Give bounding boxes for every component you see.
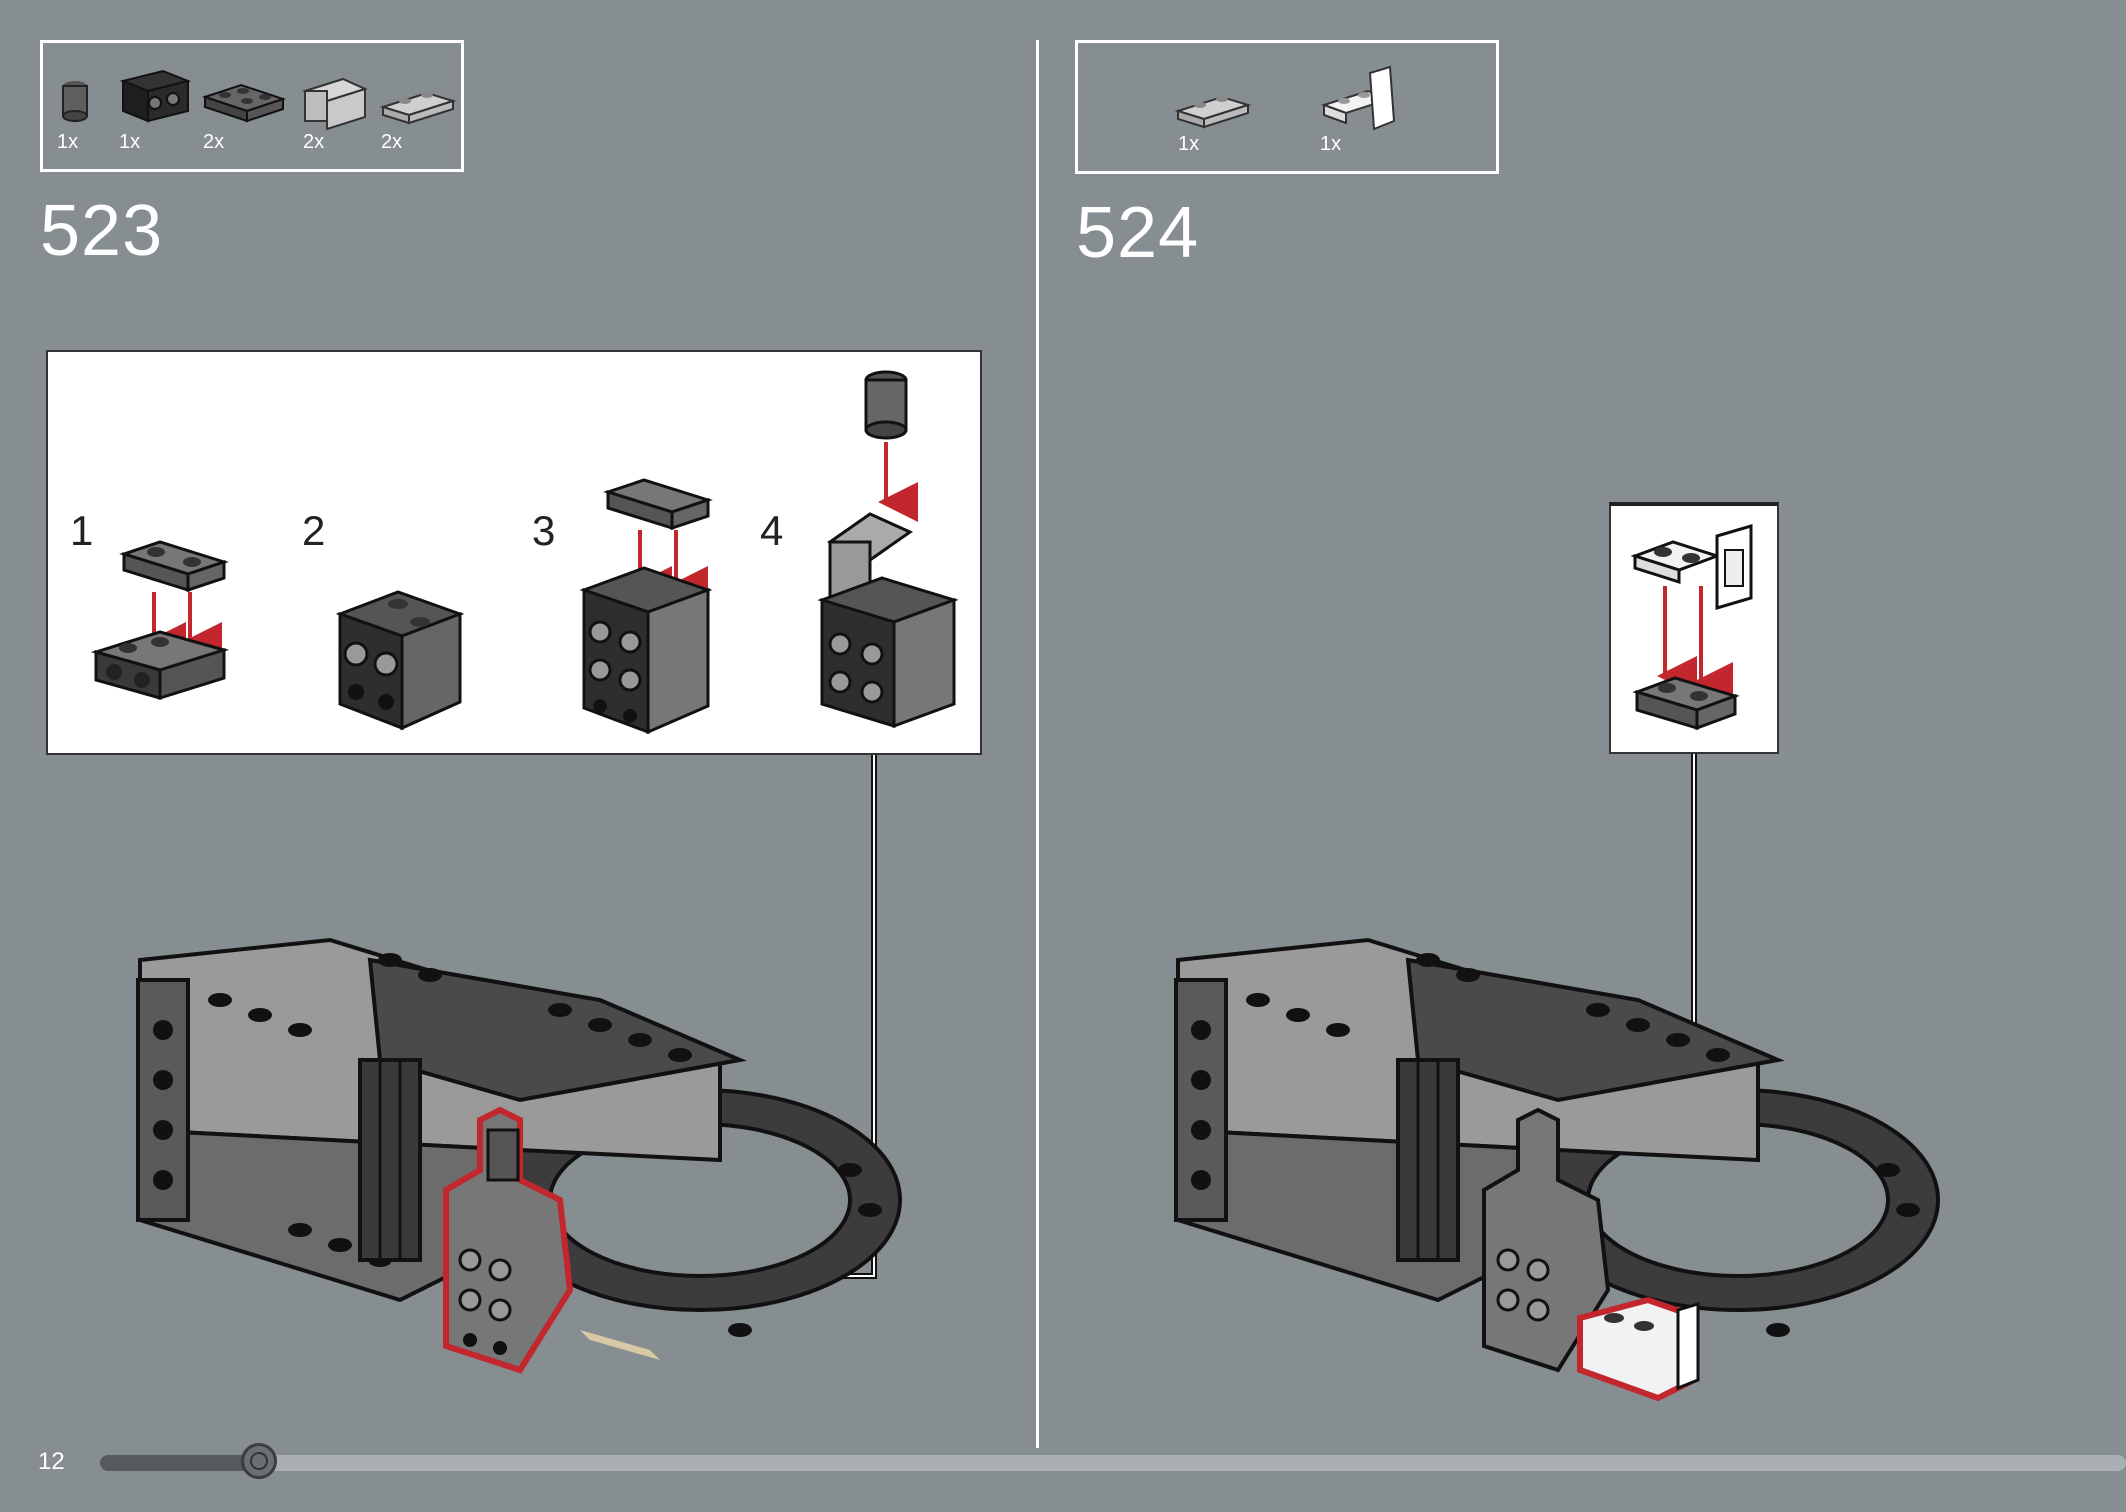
progress-fill [100, 1455, 259, 1471]
sub-assembly-callout [1609, 502, 1779, 754]
plate-1x2-light-icon [379, 91, 457, 125]
part-qty: 1x [1178, 133, 1200, 155]
step-number: 524 [1076, 193, 1200, 273]
sub-step-number: 2 [302, 507, 326, 554]
step-number: 523 [40, 191, 164, 271]
highlighted-new-part [1577, 1296, 1700, 1402]
round-brick-light-icon [302, 77, 368, 131]
part-qty: 1x [1320, 133, 1342, 155]
sub-step-number: 1 [70, 507, 94, 554]
right-page: 1x 1x 524 [1038, 0, 2126, 1512]
parts-icons [62, 69, 457, 131]
parts-icons [1174, 65, 1396, 131]
part-qty: 2x [203, 131, 225, 153]
sub-step-number: 3 [532, 507, 556, 554]
sub-step-1-drawing [90, 540, 230, 701]
page-number: 12 [38, 1448, 65, 1475]
main-model-drawing [136, 937, 902, 1374]
part-qty: 2x [303, 131, 325, 153]
progress-knob[interactable] [241, 1443, 277, 1479]
plate-2x2-icon [201, 83, 287, 123]
bracket-attach-drawing [1630, 523, 1753, 731]
sub-assembly-callout: 1 2 3 4 [46, 350, 982, 755]
sub-step-3-drawing [579, 478, 713, 735]
main-model-drawing [1174, 937, 1940, 1402]
highlighted-new-part [443, 1106, 574, 1374]
round-brick-icon [62, 81, 88, 122]
sub-step-2-drawing [335, 590, 465, 731]
black-brick-icon [119, 69, 192, 123]
parts-list-step-524: 1x 1x [1075, 40, 1499, 174]
parts-list-step-523: 1x 1x 2x 2x 2x [40, 40, 464, 172]
part-qty: 1x [119, 131, 141, 153]
sub-step-drawings [90, 370, 959, 735]
page-divider [1036, 40, 1039, 1448]
part-qty: 1x [57, 131, 79, 153]
part-qty: 2x [381, 131, 403, 153]
plate-1x2-light-icon [1174, 95, 1252, 129]
progress-track[interactable] [100, 1455, 2126, 1471]
sub-step-4-drawing [817, 370, 959, 729]
bracket-white-icon [1320, 65, 1396, 131]
left-page: 1x 1x 2x 2x 2x 523 1 2 3 4 [0, 0, 1036, 1512]
sub-step-number: 4 [760, 507, 784, 554]
